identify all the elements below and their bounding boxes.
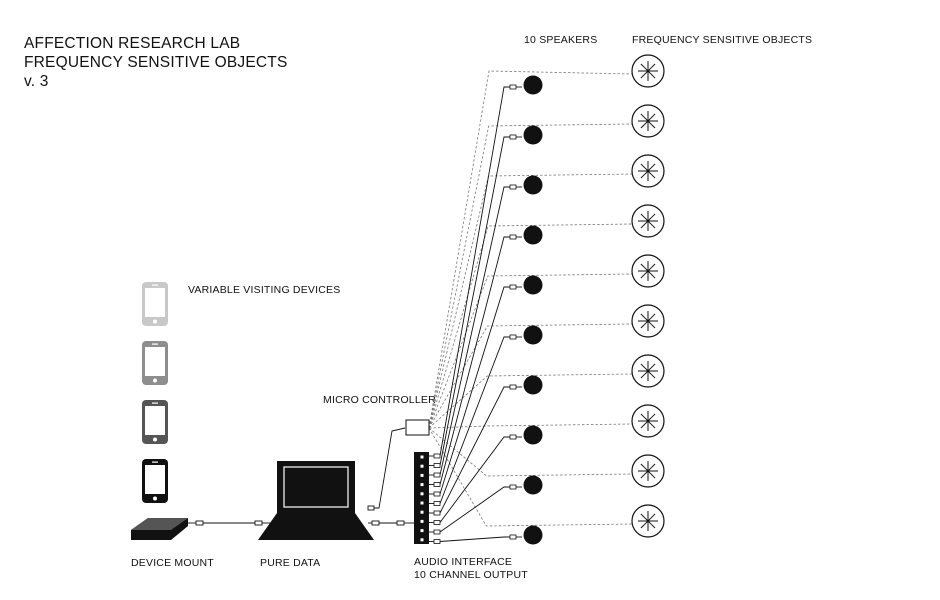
speaker-jack-1 (509, 84, 517, 90)
interface-port-10 (420, 538, 424, 542)
interface-jack-1 (433, 453, 441, 459)
diagram-title: AFFECTION RESEARCH LAB FREQUENCY SENSITI… (24, 34, 288, 91)
title-line-2: FREQUENCY SENSITIVE OBJECTS (24, 54, 288, 71)
speaker-icon-1 (523, 75, 543, 95)
phone-icon-3 (142, 400, 168, 444)
speakers (509, 75, 543, 545)
speaker-jack-9 (509, 484, 517, 490)
interface-port-5 (420, 492, 424, 496)
speaker-jack-2 (509, 134, 517, 140)
object-icon-9 (631, 454, 665, 488)
audio-line-2 (439, 136, 510, 466)
audio-line-9 (439, 486, 510, 533)
audio-interface-label-line-2: 10 CHANNEL OUTPUT (414, 569, 528, 581)
speakers-header: 10 SPEAKERS (524, 34, 598, 46)
interface-port-3 (420, 473, 424, 477)
speaker-jack-7 (509, 384, 517, 390)
phone-icon-1 (142, 282, 168, 326)
interface-port-8 (420, 519, 424, 523)
visiting-devices (142, 282, 168, 503)
speaker-icon-4 (523, 225, 543, 245)
laptop-to-interface-cable (368, 520, 414, 526)
object-icon-3 (631, 154, 665, 188)
audio-line-4 (439, 236, 510, 485)
control-line-1 (428, 70, 633, 429)
audio-interface-label-line-1: AUDIO INTERFACE (414, 556, 513, 568)
frequency-sensitive-objects (631, 54, 665, 538)
audio-line-6 (439, 336, 510, 504)
audio-line-10 (439, 536, 510, 542)
title-line-1: AFFECTION RESEARCH LAB (24, 35, 241, 52)
speaker-jack-6 (509, 334, 517, 340)
laptop-icon (258, 461, 374, 540)
speaker-icon-7 (523, 375, 543, 395)
object-icon-6 (631, 304, 665, 338)
audio-line-5 (439, 286, 510, 495)
interface-port-6 (420, 501, 424, 505)
mount-to-laptop-cable (188, 520, 270, 526)
interface-port-9 (420, 529, 424, 533)
audio-lines (439, 86, 510, 542)
control-line-8 (428, 423, 633, 429)
title-line-3: v. 3 (24, 73, 49, 90)
control-line-2 (428, 123, 633, 429)
object-icon-8 (631, 404, 665, 438)
object-icon-5 (631, 254, 665, 288)
speaker-icon-5 (523, 275, 543, 295)
phone-icon-2 (142, 341, 168, 385)
phone-icon-4 (142, 459, 168, 503)
micro-controller-label: MICRO CONTROLLER (323, 394, 436, 406)
audio-interface-label: AUDIO INTERFACE 10 CHANNEL OUTPUT (414, 556, 528, 582)
interface-jack-7 (433, 510, 441, 516)
interface-port-7 (420, 510, 424, 514)
speaker-icon-6 (523, 325, 543, 345)
pure-data-label: PURE DATA (260, 557, 321, 569)
object-icon-7 (631, 354, 665, 388)
speaker-icon-8 (523, 425, 543, 445)
speaker-jack-4 (509, 234, 517, 240)
speaker-icon-2 (523, 125, 543, 145)
interface-jack-9 (433, 529, 441, 535)
audio-interface-icon (414, 452, 441, 544)
object-icon-2 (631, 104, 665, 138)
objects-header: FREQUENCY SENSITIVE OBJECTS (632, 34, 813, 46)
audio-line-8 (439, 436, 510, 523)
interface-jack-4 (433, 482, 441, 487)
object-icon-1 (631, 54, 665, 88)
interface-jack-8 (433, 520, 441, 525)
speaker-jack-5 (509, 284, 517, 290)
speaker-icon-9 (523, 475, 543, 495)
speaker-jack-8 (509, 434, 517, 440)
micro-controller-icon (405, 419, 430, 436)
object-icon-4 (631, 204, 665, 238)
control-line-7 (428, 373, 633, 429)
speaker-icon-3 (523, 175, 543, 195)
speaker-jack-10 (509, 534, 517, 540)
speaker-icon-10 (523, 525, 543, 545)
control-line-5 (428, 273, 633, 429)
control-line-9 (428, 427, 633, 477)
interface-port-1 (420, 455, 424, 459)
audio-line-7 (439, 386, 510, 514)
speaker-jack-3 (509, 184, 517, 190)
device-mount-label: DEVICE MOUNT (131, 557, 214, 569)
audio-line-1 (439, 86, 510, 457)
audio-line-3 (439, 186, 510, 476)
interface-jack-10 (433, 539, 441, 544)
device-mount-icon (131, 518, 188, 540)
control-line-4 (428, 223, 633, 429)
interface-jack-2 (433, 463, 441, 468)
interface-jack-3 (433, 472, 441, 478)
interface-port-2 (420, 464, 424, 468)
interface-jack-6 (433, 501, 441, 506)
interface-port-4 (420, 483, 424, 487)
control-line-6 (428, 323, 633, 429)
visiting-devices-label: VARIABLE VISITING DEVICES (188, 284, 341, 296)
object-icon-10 (631, 504, 665, 538)
control-line-10 (428, 427, 633, 527)
interface-jack-5 (433, 491, 441, 497)
laptop-to-controller-cable (367, 427, 406, 511)
